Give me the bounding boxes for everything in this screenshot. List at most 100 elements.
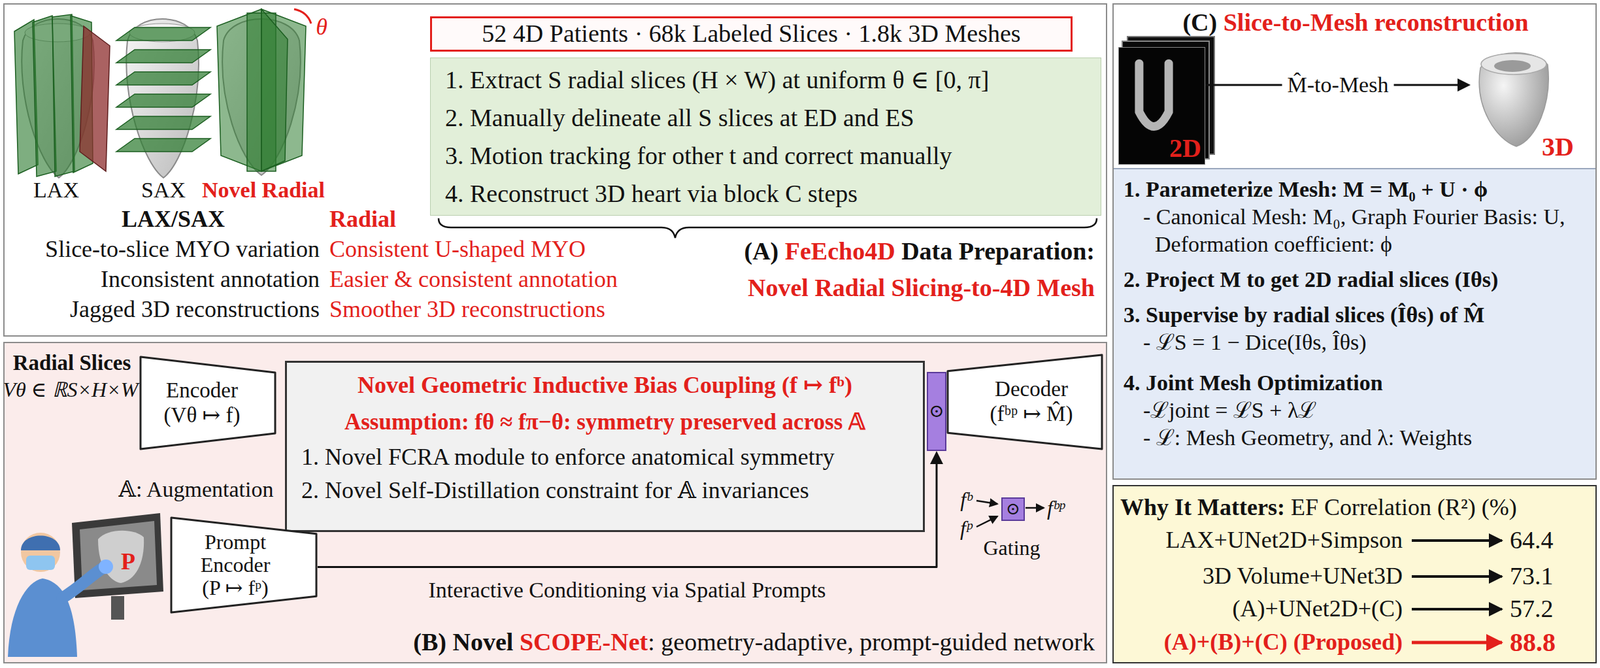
text-group: 1. Parameterize Mesh: M = M₀ + U · ϕ- Ca…	[1123, 175, 1591, 452]
text-flow: Encoder(Vθ ↦ f)	[139, 355, 277, 451]
result-arrows	[1411, 540, 1502, 643]
graphic-part	[116, 27, 211, 41]
text-flow: ⊙	[928, 373, 946, 450]
label: 57.2	[1509, 594, 1554, 624]
node-text: 1. Novel FCRA module to enforce anatomic…	[301, 443, 909, 471]
graphic-part	[20, 535, 61, 551]
graphic-part	[1411, 607, 1502, 611]
label: Smoother 3D reconstructions	[329, 296, 606, 323]
arrowhead	[1457, 78, 1471, 92]
text-flow: Novel Geometric Inductive Bias Coupling …	[286, 362, 923, 531]
graphic-part	[20, 532, 61, 572]
node-text: (fᵇᵖ ↦ M̂)	[990, 401, 1074, 427]
graphic-part	[98, 559, 114, 574]
graphic-part	[294, 9, 312, 24]
graphic-part	[116, 27, 211, 152]
label: Slice-to-slice MYO variation	[45, 235, 320, 263]
label: 𝔸: Augmentation	[118, 476, 274, 502]
label: Easier & consistent annotation	[329, 266, 618, 293]
text-flow: 52 4D Patients · 68k Labeled Slices · 1.…	[432, 18, 1071, 50]
node-text: Prompt Encoder	[186, 530, 285, 577]
node-text: Assumption: fθ ≈ fπ−θ: symmetry preserve…	[301, 409, 909, 436]
text-group: 2D	[1169, 133, 1202, 164]
edge-label: M̂-to-Mesh	[1282, 71, 1395, 98]
graphic-part	[171, 517, 317, 613]
graphic-part	[116, 138, 211, 152]
node-text: 1. Parameterize Mesh: M = M₀ + U · ϕ	[1123, 175, 1591, 204]
graphic-part	[116, 71, 211, 85]
node-text: (C)	[1182, 8, 1217, 38]
node-text: (A)	[744, 237, 780, 267]
node-text: - ℒ: Mesh Geometry, and λ: Weights	[1123, 424, 1591, 452]
node-text: 2. Novel Self-Distillation constraint fo…	[301, 477, 909, 504]
arrowhead	[930, 450, 944, 465]
graphic-part	[1139, 63, 1169, 127]
node-text: 1. Extract S radial slices (H × W) at un…	[445, 60, 989, 99]
graphic-part	[1411, 539, 1502, 542]
graphic-part	[116, 116, 211, 130]
label: Vθ ∈ ℝS×H×W	[3, 377, 139, 402]
graphic-part	[976, 516, 998, 527]
slice-image-2d: 2D	[1118, 47, 1206, 165]
node-text: ⊙	[1005, 499, 1021, 519]
node-text: SCOPE-Net	[519, 628, 648, 657]
label: 3D Volume+UNet3D	[1202, 562, 1403, 590]
label: 64.4	[1509, 526, 1554, 555]
label: P	[120, 548, 136, 576]
node-text: 2. Project M to get 2D radial slices (Iθ…	[1123, 266, 1591, 294]
label: Radial Slices	[13, 350, 132, 376]
label: Consistent U-shaped MYO	[329, 235, 586, 263]
label: Jagged 3D reconstructions	[69, 296, 320, 323]
node-text: ⊙	[928, 400, 944, 422]
text-group: 3D	[1541, 132, 1574, 163]
node-text: Why It Matters:	[1120, 494, 1285, 521]
graphic-part	[1025, 507, 1044, 510]
steps-box: 1. Extract S radial slices (H × W) at un…	[430, 57, 1102, 216]
node-text: - Canonical Mesh: M₀, Graph Fourier Basi…	[1123, 203, 1591, 259]
stats-box: 52 4D Patients · 68k Labeled Slices · 1.…	[430, 16, 1073, 52]
node-text: (Vθ ↦ f)	[164, 403, 241, 429]
encoder-block: Encoder(Vθ ↦ f)	[139, 355, 277, 451]
graphic-part	[1112, 167, 1597, 170]
node-text: 3. Supervise by radial slices (Îθs) of M…	[1123, 301, 1591, 329]
lax-heart	[14, 14, 110, 178]
node-text: Decoder	[994, 377, 1068, 402]
label: Radial	[329, 205, 397, 233]
graphic-part	[976, 500, 998, 504]
node-text: 2D	[1169, 133, 1202, 164]
node-text: : geometry-adaptive, prompt-guided netwo…	[647, 628, 1095, 657]
graphic-part	[79, 26, 110, 172]
label: Inconsistent annotation	[100, 266, 320, 293]
graphic-part	[98, 530, 144, 584]
node-text: (B) Novel	[413, 628, 514, 657]
prompt-encoder-block: Prompt Encoder(P ↦ fᵖ)	[169, 516, 318, 614]
text-group: 1. Extract S radial slices (H × W) at un…	[445, 60, 989, 213]
text-group: (A)FeEcho4DData Preparation:	[744, 237, 1096, 267]
node-text: 4. Reconstruct 3D heart via block C step…	[445, 174, 858, 213]
sax-heart	[116, 18, 211, 178]
graphic-part	[1112, 3, 1597, 169]
label: fᵖ	[960, 516, 972, 541]
radial-heart	[216, 9, 312, 176]
node-text: Slice-to-Mesh reconstruction	[1223, 8, 1529, 38]
text-group: (C)Slice-to-Mesh reconstruction	[1182, 8, 1529, 38]
graphic-part	[1494, 60, 1531, 72]
node-text: EF Correlation (R²) (%)	[1290, 494, 1517, 521]
graphic-part	[1479, 52, 1549, 147]
panel: (B) NovelSCOPE-Net: geometry-adaptive, p…	[3, 341, 1108, 664]
text-group: (B) NovelSCOPE-Net: geometry-adaptive, p…	[413, 628, 1095, 657]
decoder-block: Decoder(fᵇᵖ ↦ M̂)	[946, 353, 1104, 451]
node-text: 3D	[1541, 132, 1574, 163]
coupling-box: Novel Geometric Inductive Bias Coupling …	[284, 360, 925, 533]
graphic-part	[1411, 575, 1502, 578]
label: (A)+UNet2D+(C)	[1232, 595, 1403, 623]
fusion-bar: ⊙	[926, 371, 947, 451]
node-text: 52 4D Patients · 68k Labeled Slices · 1.…	[481, 19, 1021, 49]
text-flow: Decoder(fᵇᵖ ↦ M̂)	[946, 353, 1104, 451]
graphic-part	[3, 3, 1108, 337]
node-text: Novel Geometric Inductive Bias Coupling …	[301, 371, 909, 399]
edge-label: Interactive Conditioning via Spatial Pro…	[422, 577, 831, 604]
bracket	[438, 218, 1097, 238]
